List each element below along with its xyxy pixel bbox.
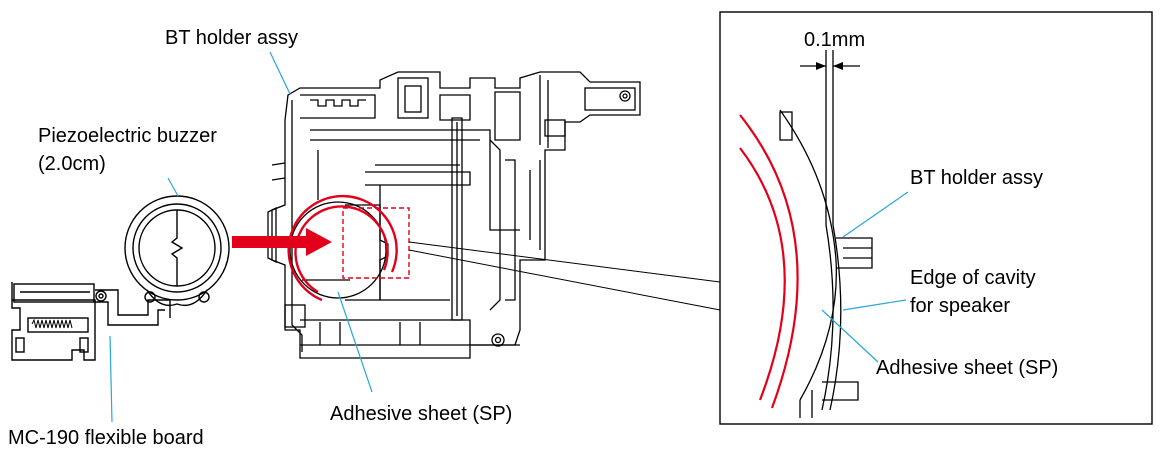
zoom-lines xyxy=(408,241,721,311)
detail-box xyxy=(342,207,410,279)
label-edge-line1: Edge of cavity xyxy=(910,267,1036,289)
leader-lines-right xyxy=(821,191,909,363)
bt-holder-assy xyxy=(267,71,641,359)
label-buzzer-line1: Piezoelectric buzzer xyxy=(38,125,217,147)
label-adhesive-right: Adhesive sheet (SP) xyxy=(876,357,1058,379)
mc190-flexible-board xyxy=(11,282,171,361)
label-edge-line2: for speaker xyxy=(910,295,1010,317)
mounted-buzzer xyxy=(289,201,389,301)
adhesive-sheet-right xyxy=(739,114,799,409)
label-gap-dimension: 0.1mm xyxy=(804,29,865,51)
detail-view xyxy=(739,50,909,418)
label-bt-holder-left: BT holder assy xyxy=(165,27,298,49)
detail-view-frame xyxy=(719,11,1153,425)
adhesive-sheet-left xyxy=(287,194,398,302)
label-adhesive-left: Adhesive sheet (SP) xyxy=(330,403,512,425)
leader-lines-left xyxy=(109,51,373,423)
piezoelectric-buzzer xyxy=(124,195,230,307)
label-buzzer-line2: (2.0cm) xyxy=(38,153,106,175)
label-flex-board: MC-190 flexible board xyxy=(8,427,204,449)
label-bt-holder-right: BT holder assy xyxy=(910,167,1043,189)
insertion-arrow xyxy=(232,228,332,256)
